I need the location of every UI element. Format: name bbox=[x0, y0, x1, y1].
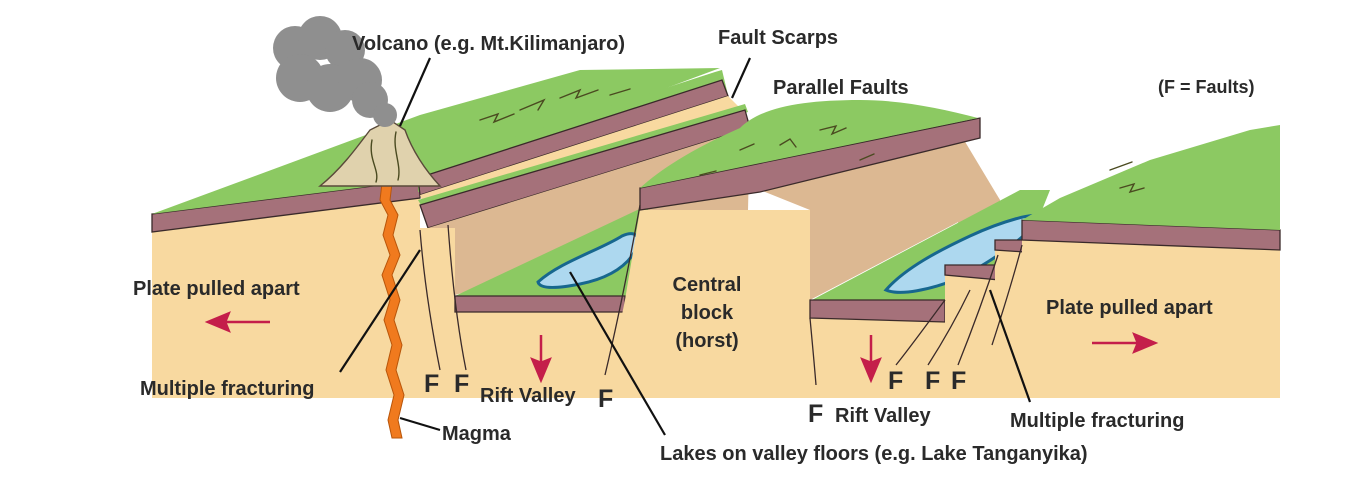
multiple-fracturing-left-label: Multiple fracturing bbox=[140, 378, 314, 400]
right-arrow-icon bbox=[1092, 332, 1159, 354]
fault-line-5 bbox=[895, 299, 946, 366]
fault-line-8 bbox=[991, 244, 1023, 346]
rift-valley-left-label: Rift Valley bbox=[480, 385, 576, 407]
surface-sketches bbox=[479, 88, 1145, 194]
pointer-volcano bbox=[398, 57, 432, 127]
fault-marker: F bbox=[925, 367, 940, 395]
rift-valley-right-label: Rift Valley bbox=[835, 405, 931, 427]
fault-scarps-label: Fault Scarps bbox=[718, 27, 838, 49]
faults-legend-note: (F = Faults) bbox=[1158, 77, 1255, 97]
right-block-surface bbox=[1022, 125, 1280, 230]
volcano-label: Volcano (e.g. Mt.Kilimanjaro) bbox=[352, 33, 625, 55]
central-block-line2: block bbox=[681, 302, 734, 324]
right-block-front bbox=[1022, 238, 1280, 398]
horst-back-slope bbox=[760, 140, 1000, 300]
pointer-multiple-fracturing-right bbox=[988, 289, 1032, 403]
fault-marker: F bbox=[808, 400, 823, 428]
fault-line-7 bbox=[957, 254, 999, 366]
plate-left-label: Plate pulled apart bbox=[133, 278, 300, 300]
right-valley-front bbox=[810, 308, 945, 398]
pointer-multiple-fracturing-left bbox=[339, 249, 421, 373]
central-block-line1: Central bbox=[673, 274, 742, 296]
lakes-label: Lakes on valley floors (e.g. Lake Tangan… bbox=[660, 443, 1088, 465]
right-step-2 bbox=[995, 240, 1025, 398]
horst-surface bbox=[640, 100, 978, 188]
lake-left bbox=[536, 232, 640, 289]
horst-front bbox=[605, 210, 810, 398]
smoke-cloud-icon bbox=[273, 16, 397, 127]
fault-marker: F bbox=[454, 370, 469, 398]
fault-marker: F bbox=[888, 367, 903, 395]
fault-line-1 bbox=[419, 229, 441, 371]
fault-marker: F bbox=[424, 370, 439, 398]
left-plate-block bbox=[151, 68, 720, 398]
motion-arrows bbox=[204, 311, 1159, 384]
parallel-faults-label: Parallel Faults bbox=[773, 77, 909, 99]
right-valley-topsoil bbox=[809, 299, 946, 323]
fault-line-2 bbox=[447, 224, 467, 371]
down-arrow-icon bbox=[530, 335, 552, 384]
pointer-lakes bbox=[569, 271, 666, 436]
left-rift-valley bbox=[420, 205, 648, 398]
pointer-magma bbox=[399, 416, 441, 432]
central-block-line3: (horst) bbox=[675, 330, 738, 352]
fault-marker: F bbox=[951, 367, 966, 395]
multiple-fracturing-right-label: Multiple fracturing bbox=[1010, 410, 1184, 432]
left-arrow-icon bbox=[204, 311, 270, 333]
pointer-fault-scarps bbox=[730, 57, 752, 99]
left-block-front bbox=[152, 198, 420, 398]
text-labels: Volcano (e.g. Mt.Kilimanjaro) Fault Scar… bbox=[133, 27, 1255, 465]
fault-line-4 bbox=[809, 317, 817, 386]
left-valley-topsoil bbox=[454, 295, 626, 313]
magma-label: Magma bbox=[442, 423, 512, 445]
magma-channel-icon bbox=[379, 169, 405, 439]
right-valley-floor bbox=[812, 190, 1050, 300]
fault-line-3 bbox=[604, 204, 641, 376]
volcano-cone-icon bbox=[318, 119, 442, 187]
pointer-lines bbox=[339, 57, 1032, 436]
left-block-surface bbox=[152, 68, 720, 214]
central-block-horst bbox=[605, 100, 1000, 398]
right-plate-block bbox=[1021, 125, 1281, 398]
left-valley-front bbox=[420, 228, 455, 398]
right-rift-valley bbox=[809, 190, 1050, 398]
down-arrow-icon bbox=[860, 335, 882, 384]
fault-marker: F bbox=[598, 385, 613, 413]
plate-right-label: Plate pulled apart bbox=[1046, 297, 1213, 319]
fault-lines bbox=[419, 204, 1023, 386]
fault-line-6 bbox=[927, 289, 971, 366]
